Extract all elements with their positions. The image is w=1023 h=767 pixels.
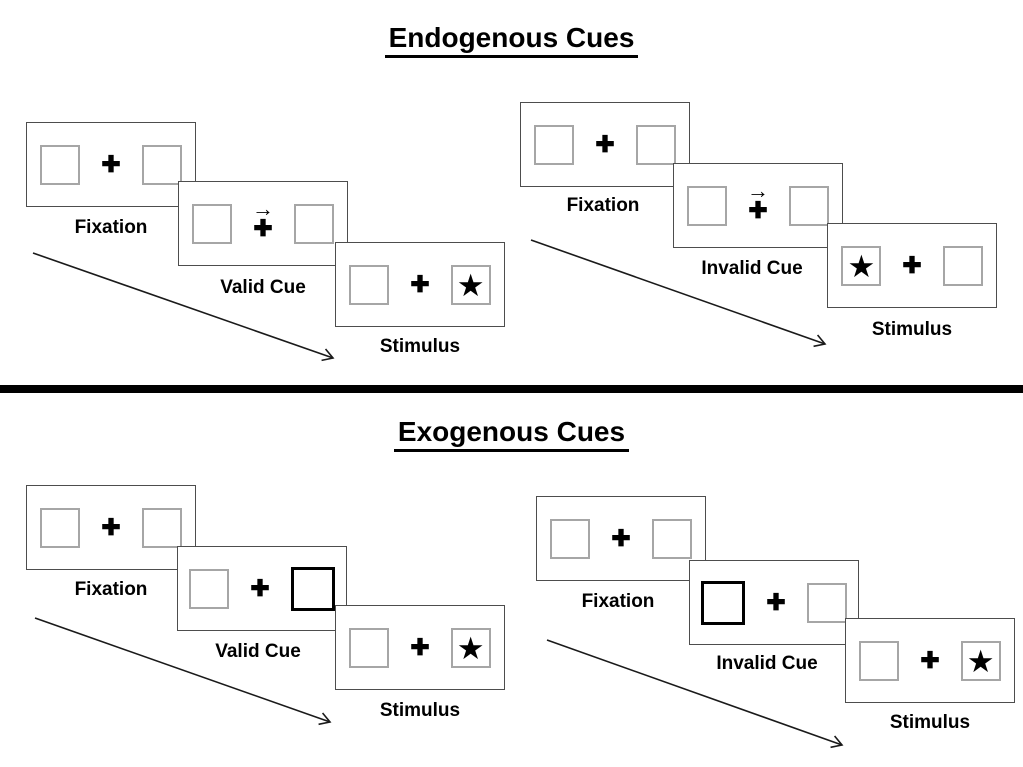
placeholder-box bbox=[141, 144, 182, 185]
timeline-arrow-exogenous-valid bbox=[34, 617, 332, 726]
endogenous-valid-cue-panel: → ✚ bbox=[178, 181, 348, 266]
fixation-cross-icon: ✚ bbox=[410, 634, 430, 660]
star-box: ★ bbox=[841, 245, 882, 286]
endogenous-invalid-stimulus-label: Stimulus bbox=[871, 319, 953, 340]
exogenous-valid-cue-panel: ✚ bbox=[177, 546, 347, 631]
fixation-cross-icon: ✚ bbox=[250, 575, 270, 601]
placeholder-box bbox=[40, 507, 81, 548]
placeholder-box bbox=[687, 185, 728, 226]
endogenous-valid-fixation-label: Fixation bbox=[74, 217, 148, 238]
endogenous-invalid-stimulus-panel: ★ ✚ bbox=[827, 223, 997, 308]
fixation-cross-icon: ✚ bbox=[101, 514, 121, 540]
exogenous-invalid-stimulus-label: Stimulus bbox=[889, 712, 971, 733]
cue-highlight-box bbox=[290, 566, 335, 611]
section-divider-line bbox=[0, 385, 1023, 393]
exogenous-invalid-stimulus-panel: ✚ ★ bbox=[845, 618, 1015, 703]
target-star-icon: ★ bbox=[847, 249, 876, 284]
placeholder-box bbox=[293, 203, 334, 244]
placeholder-box bbox=[942, 245, 983, 286]
fixation-cross-icon: ✚ bbox=[253, 214, 273, 241]
exogenous-valid-fixation-label: Fixation bbox=[74, 579, 148, 600]
target-star-icon: ★ bbox=[966, 644, 995, 679]
placeholder-box bbox=[349, 627, 390, 668]
endogenous-valid-fixation-panel: ✚ bbox=[26, 122, 196, 207]
placeholder-box bbox=[635, 124, 676, 165]
fixation-cross-icon: ✚ bbox=[611, 525, 631, 551]
fixation-cross-icon: ✚ bbox=[920, 647, 940, 673]
exogenous-invalid-fixation-panel: ✚ bbox=[536, 496, 706, 581]
exogenous-title-text: Exogenous Cues bbox=[393, 416, 630, 452]
fixation-cross-icon: ✚ bbox=[101, 151, 121, 177]
placeholder-box bbox=[534, 124, 575, 165]
exogenous-valid-fixation-panel: ✚ bbox=[26, 485, 196, 570]
exogenous-invalid-cue-panel: ✚ bbox=[689, 560, 859, 645]
placeholder-box bbox=[141, 507, 182, 548]
central-cue: → ✚ bbox=[252, 197, 274, 241]
exogenous-invalid-cue-label: Invalid Cue bbox=[716, 653, 818, 674]
cue-highlight-box bbox=[701, 580, 746, 625]
exogenous-invalid-fixation-label: Fixation bbox=[581, 591, 655, 612]
endogenous-invalid-fixation-panel: ✚ bbox=[520, 102, 690, 187]
endogenous-invalid-fixation-label: Fixation bbox=[566, 195, 640, 216]
timeline-arrow-endogenous-invalid bbox=[530, 239, 827, 348]
fixation-cross-icon: ✚ bbox=[748, 196, 768, 223]
star-box: ★ bbox=[450, 627, 491, 668]
exogenous-section-title: Exogenous Cues bbox=[0, 416, 1023, 452]
endogenous-invalid-cue-panel: → ✚ bbox=[673, 163, 843, 248]
endogenous-valid-stimulus-label: Stimulus bbox=[379, 336, 461, 357]
placeholder-box bbox=[349, 264, 390, 305]
central-cue: → ✚ bbox=[747, 179, 769, 223]
exogenous-valid-stimulus-label: Stimulus bbox=[379, 700, 461, 721]
star-box: ★ bbox=[960, 640, 1001, 681]
placeholder-box bbox=[806, 582, 847, 623]
placeholder-box bbox=[859, 640, 900, 681]
exogenous-valid-stimulus-panel: ✚ ★ bbox=[335, 605, 505, 690]
placeholder-box bbox=[192, 203, 233, 244]
target-star-icon: ★ bbox=[456, 631, 485, 666]
placeholder-box bbox=[651, 518, 692, 559]
placeholder-box bbox=[189, 568, 230, 609]
fixation-cross-icon: ✚ bbox=[595, 131, 615, 157]
endogenous-title-text: Endogenous Cues bbox=[384, 22, 639, 58]
timeline-arrow-endogenous-valid bbox=[32, 252, 335, 362]
fixation-cross-icon: ✚ bbox=[410, 271, 430, 297]
right-arrow-cue-icon: → bbox=[252, 195, 274, 221]
placeholder-box bbox=[550, 518, 591, 559]
placeholder-box bbox=[788, 185, 829, 226]
endogenous-valid-stimulus-panel: ✚ ★ bbox=[335, 242, 505, 327]
endogenous-valid-cue-label: Valid Cue bbox=[220, 277, 306, 298]
fixation-cross-icon: ✚ bbox=[902, 252, 922, 278]
target-star-icon: ★ bbox=[456, 268, 485, 303]
endogenous-section-title: Endogenous Cues bbox=[0, 22, 1023, 58]
placeholder-box bbox=[40, 144, 81, 185]
fixation-cross-icon: ✚ bbox=[766, 589, 786, 615]
endogenous-invalid-cue-label: Invalid Cue bbox=[701, 258, 803, 279]
right-arrow-cue-icon: → bbox=[747, 177, 769, 203]
exogenous-valid-cue-label: Valid Cue bbox=[215, 641, 301, 662]
star-box: ★ bbox=[450, 264, 491, 305]
